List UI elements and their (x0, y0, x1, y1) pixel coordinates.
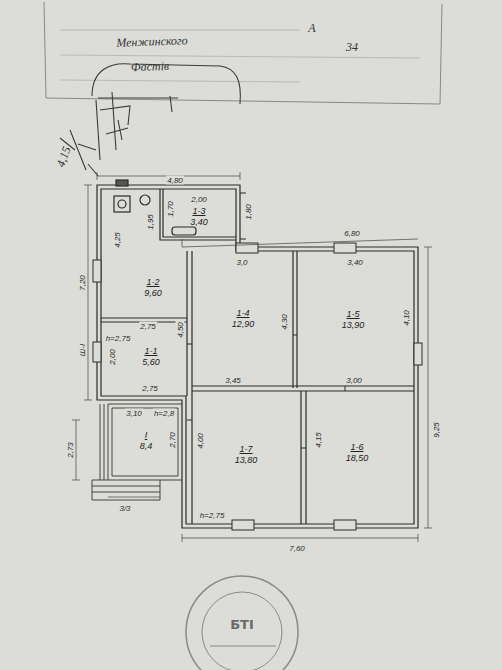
dimension-label: 6,80 (343, 229, 361, 238)
room-number: I (145, 430, 148, 441)
dimension-label: h=2,75 (199, 511, 226, 520)
room-text-group: 1-412,90 (232, 308, 255, 330)
dimension-label: 4,80 (166, 176, 184, 185)
room-text-group: 1-513,90 (342, 309, 365, 331)
address-text: Фастів (130, 62, 170, 72)
room-text-group: 1-713,80 (235, 444, 258, 466)
room-number: 1-5 (346, 309, 359, 320)
dimension-label: 2,00 (190, 195, 208, 204)
porch (92, 404, 182, 500)
dimension-label: 7,60 (288, 544, 306, 553)
room-area: 5,60 (142, 357, 160, 368)
dimension-lines (72, 172, 432, 542)
dimension-label: 1,95 (146, 213, 155, 231)
dimension-label: h=2,8 (153, 409, 175, 418)
dimension-label: Ш-I (78, 343, 87, 357)
room-number: 1-7 (239, 444, 252, 455)
room-number: 1-4 (236, 308, 249, 319)
dimension-label: 4,25 (113, 231, 122, 249)
walls (97, 180, 418, 528)
site-sketch (60, 64, 240, 176)
address-text: 34 (345, 43, 359, 52)
dimension-label: 3,0 (235, 258, 248, 267)
dimension-label: 3,00 (345, 376, 363, 385)
room-area: 13,90 (342, 320, 365, 331)
title-stamp (44, 2, 442, 104)
room-text-group: 1-15,60 (142, 346, 160, 368)
room-number: 1-1 (144, 346, 157, 357)
dimension-label: 2,75 (139, 322, 157, 331)
dimension-label: 4,00 (196, 432, 205, 450)
dimension-label: 1,80 (244, 203, 253, 221)
room: 1-513,90 (297, 251, 414, 386)
windows-doors (93, 243, 422, 530)
address-text: Менжинского (115, 36, 189, 48)
room-text-group: 1-618,50 (346, 442, 369, 464)
dimension-label: 2,75 (141, 384, 159, 393)
room-area: 12,90 (232, 319, 255, 330)
room: 1-412,90 (192, 251, 293, 386)
dimension-label: 2,73 (66, 441, 75, 459)
room-area: 13,80 (235, 455, 258, 466)
dimension-label: 3,40 (346, 258, 364, 267)
dimension-label: 2,70 (168, 431, 177, 449)
address-text: А (307, 24, 316, 33)
room-area: 9,60 (144, 288, 162, 299)
room-number: 1-2 (146, 277, 159, 288)
room: 1-713,80 (192, 391, 301, 524)
dimension-label: 9,25 (432, 421, 441, 439)
dimension-label: 3/3 (118, 504, 131, 513)
room-number: 1-3 (192, 206, 205, 217)
dimension-label: 3,45 (224, 376, 242, 385)
room-area: 8,4 (140, 441, 153, 452)
dimension-label: 2,00 (108, 348, 117, 366)
dimension-label: h=2,75 (105, 334, 132, 343)
dimension-label: 4,15 (314, 431, 323, 449)
dimension-label: 3,10 (125, 409, 143, 418)
address-text: 4,15 (56, 145, 72, 170)
dimension-label: 4,30 (280, 313, 289, 331)
room-text-group: 1-33,40 (190, 206, 208, 228)
room-area: 3,40 (190, 217, 208, 228)
room-text-group: I8,4 (140, 430, 153, 452)
bti-stamp (186, 576, 298, 670)
dimension-label: 7,20 (78, 274, 87, 292)
dimension-label: 1,70 (166, 200, 175, 218)
room-number: 1-6 (350, 442, 363, 453)
room-text-group: 1-29,60 (144, 277, 162, 299)
room-area: 18,50 (346, 453, 369, 464)
stamp-text: БТІ (229, 620, 255, 629)
room: 1-618,50 (306, 391, 414, 524)
dimension-label: 4,10 (402, 309, 411, 327)
dimension-label: 4,50 (176, 321, 185, 339)
